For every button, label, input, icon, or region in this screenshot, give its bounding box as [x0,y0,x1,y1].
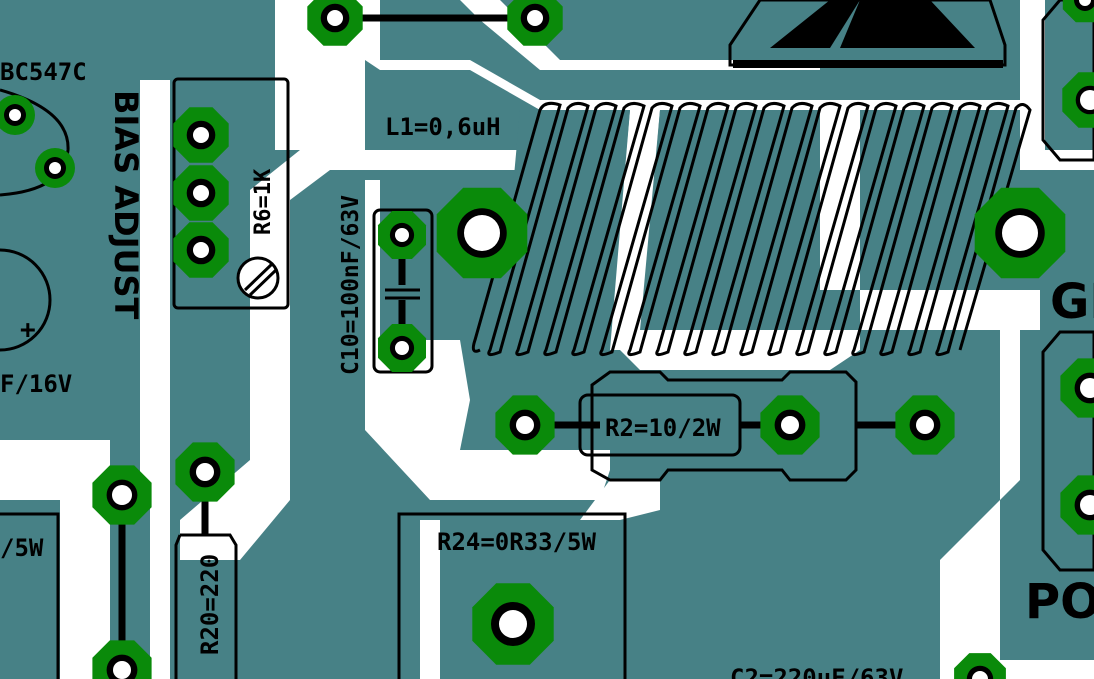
label-bc547c: BC547C [0,58,87,86]
pad [1060,475,1094,535]
pad [378,324,426,372]
pad [92,465,152,525]
silkscreen-labels: BC547C BIAS ADJUST R6=1K L1=0,6uH C10=10… [0,58,1094,679]
label-r6: R6=1K [251,168,276,235]
label-r24: R24=0R33/5W [437,528,596,556]
label-r2: R2=10/2W [605,414,721,442]
connector-outline-top [728,0,1007,68]
pad [436,187,528,279]
trimmer-potentiometer-icon [236,256,280,300]
label-r20: R20=220 [196,554,224,655]
pad [173,222,229,278]
pad [35,148,75,188]
label-l1: L1=0,6uH [385,113,501,141]
pad [895,395,955,455]
pad [92,640,152,679]
pad [173,165,229,221]
pad [0,95,35,135]
capacitor-symbol-icon [385,288,420,300]
pad [173,107,229,163]
pad [378,211,426,259]
pad [1062,0,1094,23]
label-left-5w: /5W [0,534,44,562]
pad [760,395,820,455]
label-bottom-partial: C2=220uF/63V [730,664,903,679]
label-gnd: GN [1050,274,1094,330]
inductor-coil-icon [471,101,1032,357]
pad [507,0,563,46]
label-bias-adjust: BIAS ADJUST [107,90,145,320]
label-pow: PO [1025,574,1094,630]
pad [1062,72,1094,128]
pad [1060,358,1094,418]
pad [307,0,363,46]
pad [954,653,1006,679]
label-f16v: F/16V [0,370,72,398]
label-c10: C10=100nF/63V [338,195,364,375]
pad [472,583,554,665]
pad [974,187,1066,279]
label-plus: + [20,315,36,345]
pad [175,442,235,502]
pad [495,395,555,455]
